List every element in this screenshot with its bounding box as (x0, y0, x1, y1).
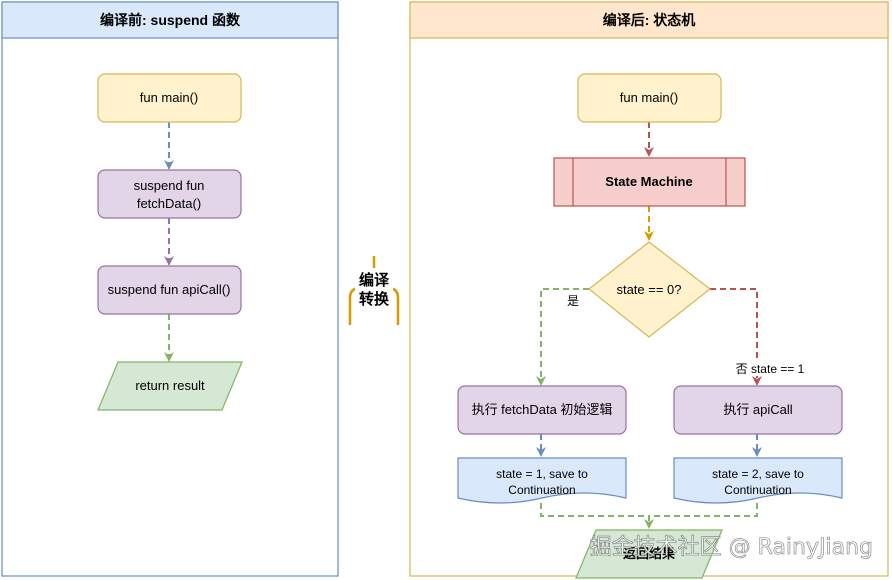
left-result-label: return result (135, 378, 205, 393)
left-result-node (97, 361, 243, 411)
transform-label-bg (355, 268, 393, 308)
exec-api-label: 执行 apiCall (723, 402, 792, 417)
return-result-node (575, 529, 723, 579)
decision-no-label-bg (730, 360, 812, 376)
doc-left-node (457, 457, 627, 504)
decision-yes-label: 是 (567, 294, 579, 308)
transform-label-2: 转换 (359, 290, 390, 308)
arrow-decision-yes (536, 288, 589, 386)
left-fetch-label-1: suspend fun (134, 178, 205, 193)
left-main-node (97, 73, 242, 123)
left-fetch-label-2: fetchData() (137, 196, 201, 211)
exec-fetch-label: 执行 fetchData 初始逻辑 (472, 402, 613, 417)
left-main-label: fun main() (140, 90, 199, 105)
left-panel: 编译前: suspend 函数 fun main() suspend fun f… (1, 1, 339, 577)
decision-label: state == 0? (616, 282, 681, 297)
arrow-doc-right-to-return (649, 503, 758, 517)
doc-left-label-2: Continuation (508, 483, 575, 497)
decision-no-label: 否 state == 1 (736, 362, 805, 376)
exec-api-node (673, 385, 843, 435)
right-panel-header (409, 1, 889, 39)
right-panel: 编译后: 状态机 fun main() State Machine state … (409, 1, 889, 579)
transform-label-1: 编译 (359, 271, 390, 289)
arrow-decision-no (710, 288, 762, 386)
right-main-node (577, 73, 722, 123)
state-machine-node (553, 157, 746, 207)
decision-node (588, 241, 711, 338)
transform-indicator: 编译 转换 (348, 256, 400, 325)
return-result-label: 返回结果 (623, 546, 675, 561)
left-api-node (97, 265, 242, 315)
state-machine-label: State Machine (605, 174, 692, 189)
left-panel-header (1, 1, 339, 39)
right-main-label: fun main() (620, 90, 679, 105)
doc-right-node (673, 457, 843, 504)
watermark: 掘金技术社区 @ RainyJiang (590, 535, 873, 560)
left-fetch-node (97, 169, 242, 219)
left-api-label: suspend fun apiCall() (108, 282, 231, 297)
left-panel-title: 编译前: suspend 函数 (100, 12, 241, 28)
doc-right-label-1: state = 2, save to (712, 467, 804, 481)
doc-right-label-2: Continuation (724, 483, 791, 497)
exec-fetch-node (457, 385, 627, 435)
doc-left-label-1: state = 1, save to (496, 467, 588, 481)
right-panel-title: 编译后: 状态机 (603, 12, 696, 28)
